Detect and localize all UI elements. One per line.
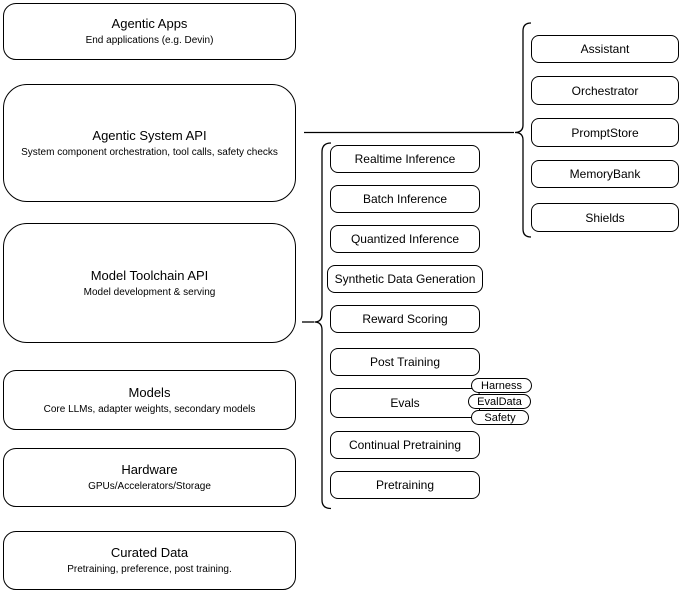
box-memorybank: MemoryBank bbox=[531, 160, 679, 188]
box-label: Shields bbox=[585, 210, 625, 225]
box-title: Curated Data bbox=[110, 545, 189, 560]
box-label: Reward Scoring bbox=[362, 312, 448, 326]
toolchain-group-brace bbox=[314, 142, 332, 510]
box-subtitle: System component orchestration, tool cal… bbox=[21, 146, 278, 158]
tag-safety: Safety bbox=[471, 410, 529, 425]
box-label: Post Training bbox=[369, 355, 441, 369]
box-pretraining: Pretraining bbox=[330, 471, 480, 499]
tag-label: Harness bbox=[481, 379, 522, 392]
box-agentic-system-api: Agentic System API System component orch… bbox=[3, 84, 296, 202]
box-subtitle: Core LLMs, adapter weights, secondary mo… bbox=[43, 403, 256, 415]
box-hardware: Hardware GPUs/Accelerators/Storage bbox=[3, 448, 296, 507]
box-subtitle: GPUs/Accelerators/Storage bbox=[88, 481, 211, 492]
box-title: Agentic Apps bbox=[111, 16, 188, 31]
box-batch-inference: Batch Inference bbox=[330, 185, 480, 213]
box-agentic-apps: Agentic Apps End applications (e.g. Devi… bbox=[3, 3, 296, 60]
box-synthetic-data-generation: Synthetic Data Generation bbox=[327, 265, 483, 293]
box-label: Pretraining bbox=[375, 478, 435, 492]
tag-harness: Harness bbox=[471, 378, 532, 393]
box-models: Models Core LLMs, adapter weights, secon… bbox=[3, 370, 296, 430]
system-group-brace bbox=[514, 22, 532, 238]
box-subtitle: Model development & serving bbox=[83, 286, 216, 298]
tag-evaldata: EvalData bbox=[468, 394, 531, 409]
box-label: Continual Pretraining bbox=[348, 438, 462, 452]
box-title: Agentic System API bbox=[92, 127, 207, 143]
box-title: Models bbox=[128, 384, 171, 400]
box-assistant: Assistant bbox=[531, 35, 679, 63]
box-label: Quantized Inference bbox=[350, 232, 460, 246]
box-label: Realtime Inference bbox=[354, 152, 456, 166]
box-label: Evals bbox=[390, 396, 420, 410]
box-continual-pretraining: Continual Pretraining bbox=[330, 431, 480, 459]
box-label: PromptStore bbox=[571, 125, 639, 140]
box-label: MemoryBank bbox=[569, 167, 641, 181]
box-curated-data: Curated Data Pretraining, preference, po… bbox=[3, 531, 296, 590]
box-reward-scoring: Reward Scoring bbox=[330, 305, 480, 333]
box-model-toolchain-api: Model Toolchain API Model development & … bbox=[3, 223, 296, 343]
box-realtime-inference: Realtime Inference bbox=[330, 145, 480, 173]
box-shields: Shields bbox=[531, 203, 679, 232]
box-title: Model Toolchain API bbox=[90, 267, 209, 283]
box-title: Hardware bbox=[121, 462, 178, 477]
box-post-training: Post Training bbox=[330, 348, 480, 376]
box-label: Batch Inference bbox=[362, 192, 448, 206]
box-orchestrator: Orchestrator bbox=[531, 76, 679, 105]
tag-label: Safety bbox=[484, 411, 516, 424]
box-evals: Evals bbox=[330, 388, 480, 418]
box-label: Orchestrator bbox=[571, 83, 639, 98]
tag-label: EvalData bbox=[477, 395, 522, 408]
box-subtitle: Pretraining, preference, post training. bbox=[67, 564, 232, 575]
box-label: Assistant bbox=[580, 42, 630, 56]
box-promptstore: PromptStore bbox=[531, 118, 679, 147]
box-quantized-inference: Quantized Inference bbox=[330, 225, 480, 253]
box-subtitle: End applications (e.g. Devin) bbox=[85, 35, 214, 46]
box-label: Synthetic Data Generation bbox=[334, 272, 476, 286]
